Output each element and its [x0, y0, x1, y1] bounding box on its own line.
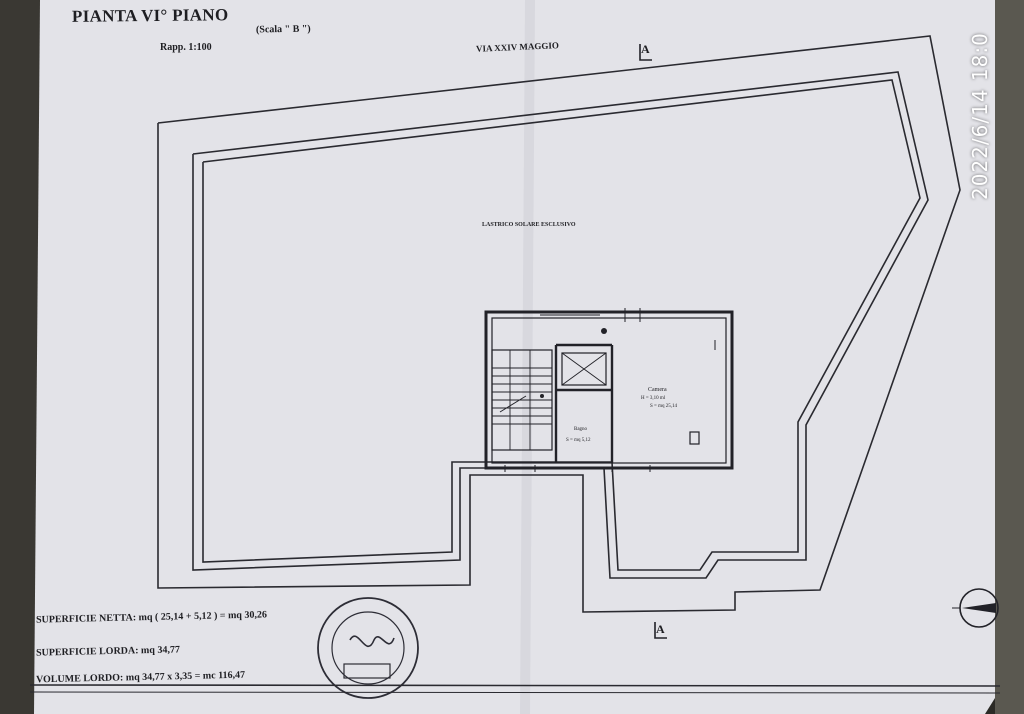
plan-ratio-label: Rapp. 1:100 [160, 42, 212, 53]
shaft [561, 352, 607, 386]
stair-treads [492, 350, 552, 450]
section-mark-top-label: A [641, 42, 650, 56]
fixture-symbol [689, 431, 700, 445]
room-camera-name: Camera [648, 387, 667, 393]
plan-title: PIANTA VI° PIANO [71, 5, 229, 26]
terrace-label: LASTRICO SOLARE ESCLUSIVO [482, 222, 576, 228]
paper-right-edge [995, 0, 1024, 714]
north-arrow-compass [952, 588, 999, 628]
outer-parapet-line [157, 35, 961, 613]
architect-stamp [317, 597, 419, 699]
door-symbol [601, 328, 607, 334]
room-bagno-area: S = mq 5,12 [566, 438, 591, 443]
building-outline [484, 310, 734, 470]
room-camera-height: H = 3,10 ml [641, 396, 666, 401]
section-mark-bottom-symbol [654, 622, 667, 639]
inner-parapet-line [192, 71, 929, 579]
section-mark-top-symbol [639, 44, 652, 61]
inner-parapet-line-2 [202, 79, 921, 571]
room-camera-area: S = mq 25,14 [650, 404, 677, 409]
paper-shadow-left [0, 0, 40, 714]
paper-sheet [30, 0, 1000, 714]
paper-fold [520, 0, 535, 714]
plan-scale-label: (Scala " B ") [255, 23, 311, 36]
photo-timestamp: 2022/6/14 18:0 [968, 32, 992, 200]
section-mark-bottom-label: A [656, 622, 665, 636]
room-bagno-name: Bagno [574, 427, 588, 432]
frame-bottom-line [29, 684, 1001, 687]
